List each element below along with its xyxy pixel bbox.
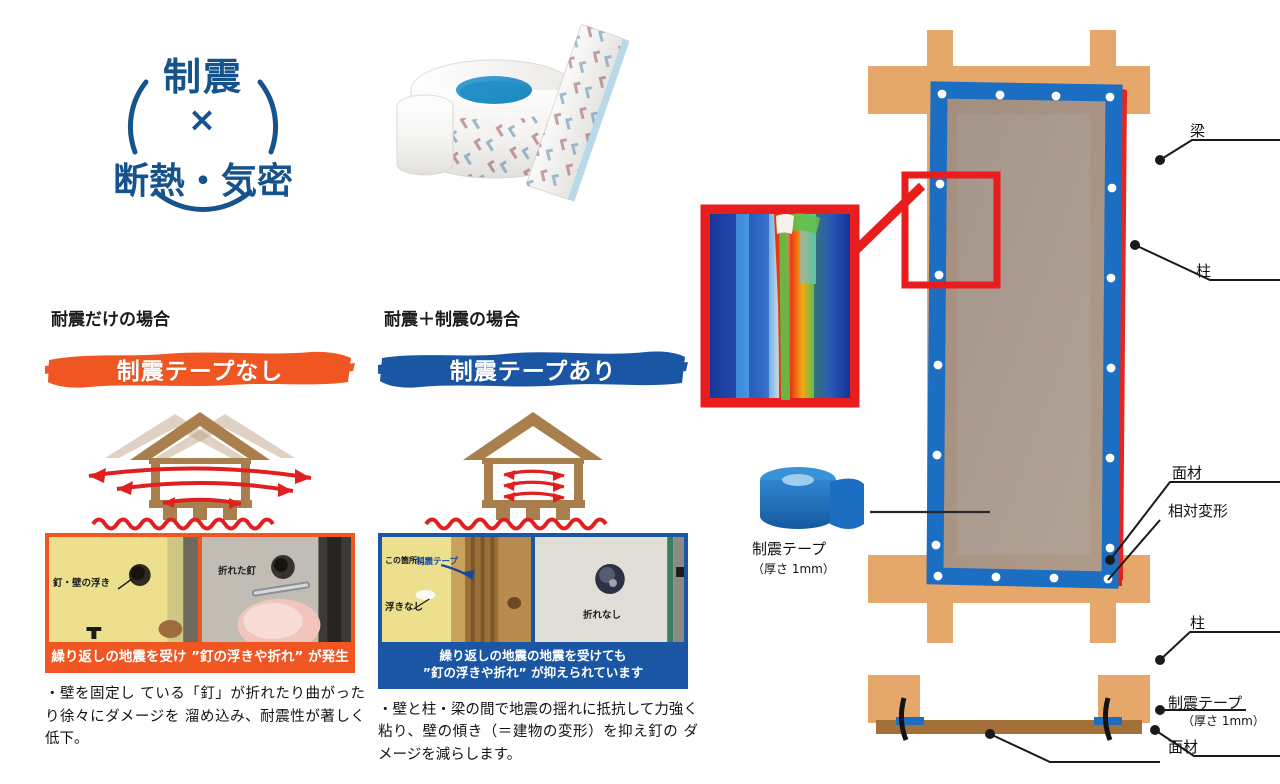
body-text-left: ・壁を固定し ている「釘」が折れたり曲がったり徐々にダメージを 溜め込み、耐震性… (45, 686, 365, 748)
comparison-column-without-tape: 耐震だけの場合 制震テープなし (45, 305, 375, 751)
label-tape-legend: 制震テープ (752, 540, 827, 558)
banner-with-tape: 制震テープあり (378, 346, 688, 392)
label-beam: 梁 (1190, 122, 1206, 140)
photo-panel-without-tape: 釘・壁の浮き 折れた釘 (45, 533, 355, 674)
thermal-inset-group (700, 204, 860, 408)
house-illustration-shaking (45, 396, 355, 531)
photo-label-broken-nail: 折れた釘 (218, 566, 257, 577)
banner-brush-shape (45, 351, 355, 388)
body-text-right: ・壁と柱・梁の間で地震の揺れに抵抗して力強く粘り、壁の傾き（＝建物の変形）を抑え… (378, 701, 698, 763)
label-panel-top: 面材 (1172, 464, 1203, 482)
logo-text-top: 制震 (162, 55, 243, 99)
tape-roll-legend-icon (760, 467, 864, 529)
label-relative-deformation: 相対変形 (1168, 502, 1229, 520)
column-heading-right: 耐震＋制震の場合 (384, 310, 520, 330)
label-tape-bottom: 制震テープ (1168, 694, 1243, 712)
photo-caption-right: 繰り返しの地震の地震を受けても ”釘の浮きや折れ” が抑えられています (382, 642, 684, 689)
label-column-top: 柱 (1196, 262, 1212, 280)
photo-label-tape-here: 制震テープ (416, 557, 458, 567)
photo-row-left: 釘・壁の浮き 折れた釘 (49, 537, 351, 642)
photo-label-no-lift: 浮きなし (385, 602, 424, 613)
photo-caption-right-line1: 繰り返しの地震の地震を受けても (439, 648, 627, 663)
comparison-column-with-tape: 耐震＋制震の場合 制震テープあり (378, 305, 708, 766)
photo-panel-with-tape: この箇所に 制震テープ 浮きなし 折れなし (378, 533, 688, 689)
wall-frame-diagram: 梁 柱 面材 相対変形 柱 制震テープ （厚さ 1mm） 面材 制震テープ （厚… (690, 20, 1280, 775)
label-tape-bottom-sub: （厚さ 1mm） (1182, 714, 1265, 728)
photo-caption-left: 繰り返しの地震を受け ”釘の浮きや折れ” が発生 (51, 649, 349, 665)
photo-row-right: この箇所に 制震テープ 浮きなし 折れなし (382, 537, 684, 642)
logo-text-bottom: 断熱・気密 (112, 161, 293, 202)
logo-cross-icon: × (187, 100, 219, 140)
photo-nail-lift: 釘・壁の浮き (49, 537, 198, 642)
house-illustration-stable (378, 396, 688, 531)
photo-label-no-break: 折れなし (583, 610, 622, 621)
tape-roll-photo (362, 20, 632, 240)
photo-caption-right-line2: ”釘の浮きや折れ” が抑えられています (422, 664, 644, 680)
banner-label-right: 制震テープあり (449, 359, 617, 385)
logo-arc-icon (127, 79, 279, 212)
photo-broken-nail: 折れた釘 (202, 537, 351, 642)
photo-no-lift: この箇所に 制震テープ 浮きなし (382, 537, 531, 642)
banner-without-tape: 制震テープなし (45, 346, 355, 392)
banner-brush-shape-blue (378, 351, 688, 388)
photo-label-nail-lift: 釘・壁の浮き (53, 578, 111, 589)
banner-label-left: 制震テープなし (116, 359, 284, 385)
column-heading-left: 耐震だけの場合 (51, 310, 170, 330)
label-tape-legend-sub: （厚さ 1mm） (752, 562, 835, 576)
photo-label-here: この箇所に (385, 556, 425, 565)
label-column-bottom: 柱 (1190, 614, 1206, 632)
photo-no-break: 折れなし (535, 537, 684, 642)
brand-logo: 制震 × 断熱・気密 (78, 44, 328, 224)
label-panel-bottom: 面材 (1168, 738, 1199, 756)
